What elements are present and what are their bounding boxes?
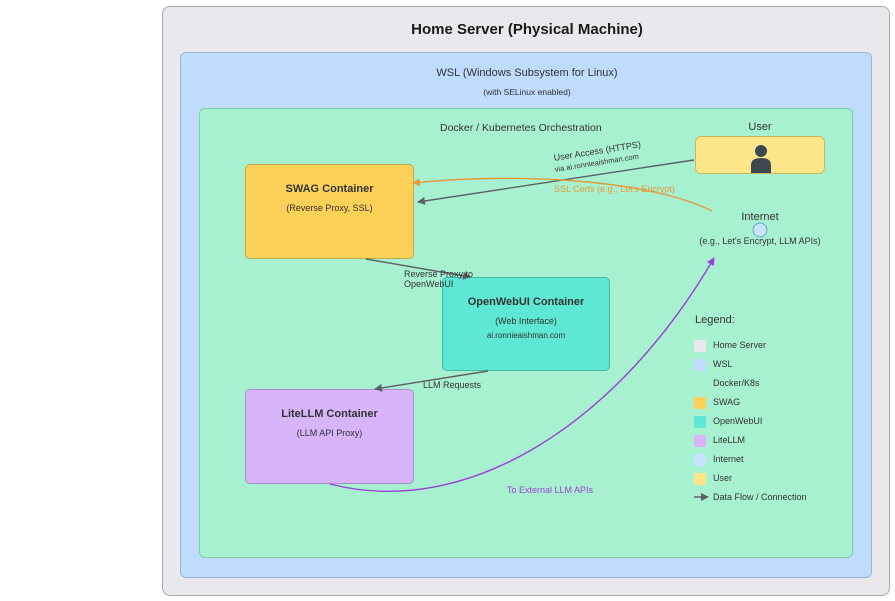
legend-title: Legend: <box>695 314 735 326</box>
docker-title: Docker / Kubernetes Orchestration <box>440 122 602 134</box>
internet-subtitle: (e.g., Let's Encrypt, LLM APIs) <box>699 236 821 246</box>
legend-swatch <box>694 473 706 485</box>
legend-item-label: OpenWebUI <box>713 416 763 426</box>
legend-item-label: LiteLLM <box>713 435 746 445</box>
litellm-subtitle: (LLM API Proxy) <box>296 428 363 438</box>
legend-item-label: Docker/K8s <box>713 378 760 388</box>
swag-subtitle: (Reverse Proxy, SSL) <box>286 203 373 213</box>
external-apis-label: To External LLM APIs <box>507 485 594 495</box>
user-box <box>695 136 825 174</box>
reverse-proxy-arrow <box>365 258 471 280</box>
litellm-title: LiteLLM Container <box>281 408 378 420</box>
legend-swatch <box>694 435 706 447</box>
user-icon <box>751 145 771 173</box>
reverse-proxy-label-line2: OpenWebUI <box>404 279 454 289</box>
internet-title: Internet <box>741 211 779 223</box>
external-apis-arrow <box>329 257 715 493</box>
llm-requests-label: LLM Requests <box>423 380 482 390</box>
legend-swatch <box>694 378 706 390</box>
globe-icon <box>752 222 768 238</box>
legend-item-label: Internet <box>713 454 744 464</box>
ssl-certs-label: SSL Certs (e.g., Let's Encrypt) <box>554 184 675 194</box>
legend-item-label: WSL <box>713 359 733 369</box>
legend-swatch <box>694 340 706 352</box>
openwebui-subtitle: (Web Interface) <box>495 316 557 326</box>
openwebui-domain: ai.ronnieaishman.com <box>486 331 566 340</box>
swag-container-box: SWAG Container (Reverse Proxy, SSL) <box>245 164 414 259</box>
user-title: User <box>748 121 772 133</box>
openwebui-title: OpenWebUI Container <box>467 296 585 308</box>
legend-flow-label: Data Flow / Connection <box>713 492 807 502</box>
litellm-container-box: LiteLLM Container (LLM API Proxy) <box>245 389 414 484</box>
openwebui-container-box: OpenWebUI Container (Web Interface) ai.r… <box>442 277 610 371</box>
user-access-arrow <box>417 159 695 205</box>
wsl-title: WSL (Windows Subsystem for Linux) <box>436 67 618 79</box>
legend-item-label: Home Server <box>713 340 767 350</box>
legend-swatch <box>694 359 706 371</box>
home-server-title: Home Server (Physical Machine) <box>411 21 643 38</box>
swag-title: SWAG Container <box>285 183 374 195</box>
legend-item-label: User <box>713 473 733 483</box>
legend-item-label: SWAG <box>713 397 741 407</box>
ssl-certs-arrow <box>412 177 713 212</box>
legend-swatch <box>694 416 706 428</box>
legend-swatch <box>694 454 706 466</box>
legend-swatch <box>694 397 706 409</box>
reverse-proxy-label-line1: Reverse Proxy to <box>404 269 474 279</box>
wsl-subtitle: (with SELinux enabled) <box>483 87 571 97</box>
llm-requests-arrow <box>374 370 489 392</box>
